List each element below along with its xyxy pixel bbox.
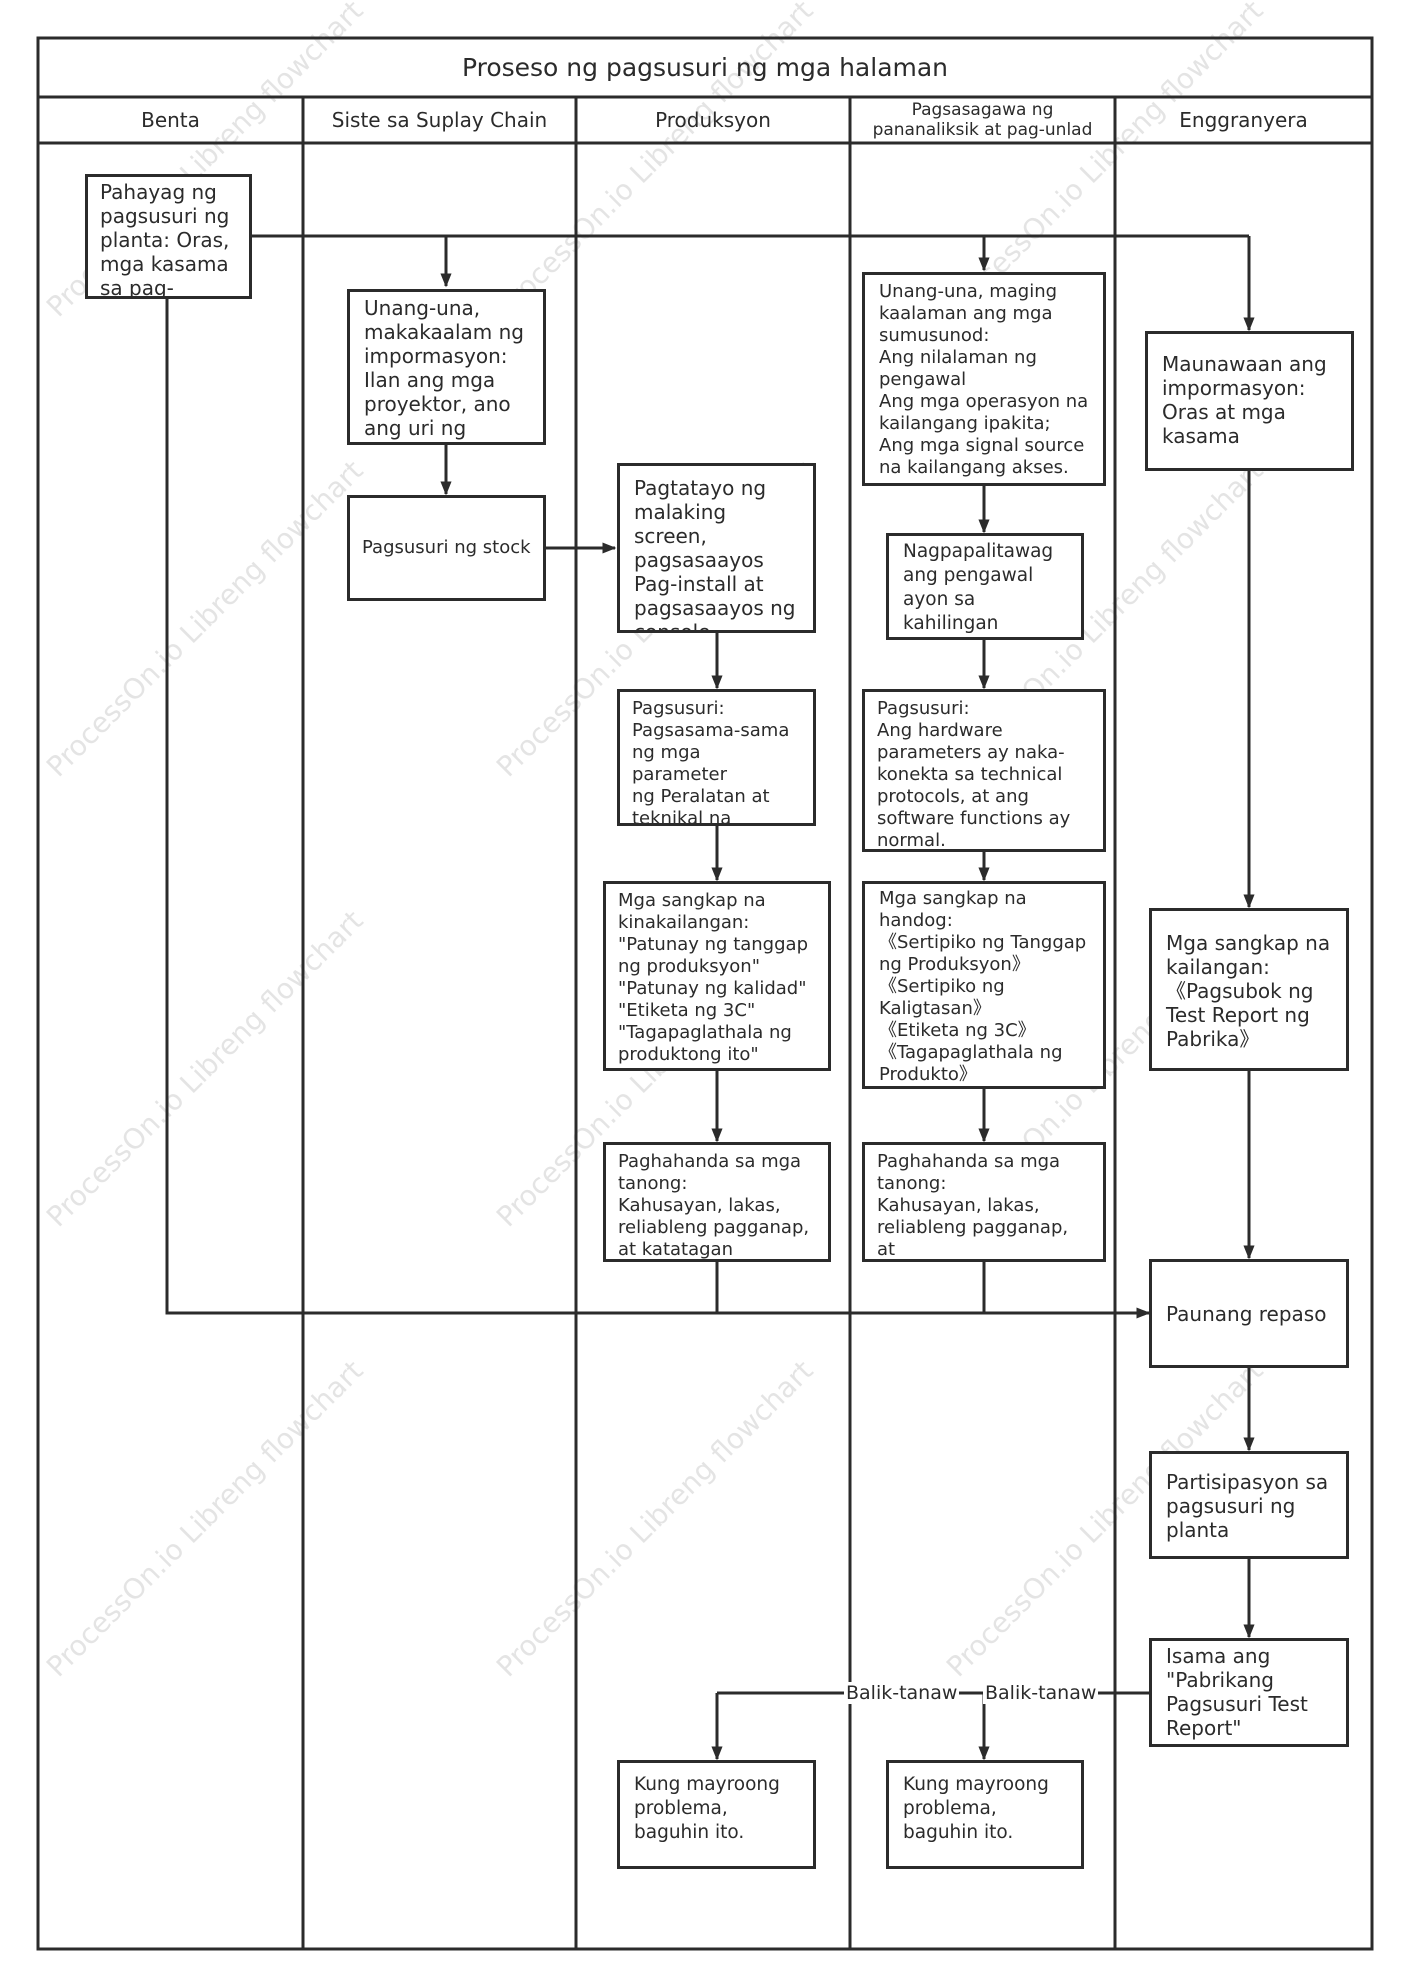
- diagram-title: Proseso ng pagsusuri ng mga halaman: [461, 52, 949, 82]
- node-eng-merge: Isama ang "Pabrikang Pagsusuri Test Repo…: [1149, 1638, 1349, 1747]
- node-prod-setup: Pagtatayo ng malaking screen, pagsasaayo…: [617, 463, 816, 633]
- lane-header-benta: Benta: [141, 107, 200, 132]
- node-prod-components: Mga sangkap na kinakailangan: "Patunay n…: [603, 881, 831, 1071]
- lane-header-produksyon: Produksyon: [655, 107, 771, 132]
- node-prod-prepare: Paghahanda sa mga tanong: Kahusayan, lak…: [603, 1142, 831, 1262]
- pool-frame: [36, 36, 1374, 1951]
- node-prod-fix: Kung mayroong problema, baguhin ito.: [617, 1760, 816, 1869]
- lane-header-supply-chain: Siste sa Suplay Chain: [331, 107, 548, 132]
- node-rnd-check: Pagsusuri: Ang hardware parameters ay na…: [862, 689, 1106, 852]
- node-eng-review: Paunang repaso: [1149, 1259, 1349, 1368]
- node-supply-first: Unang-una, makakaalam ng impormasyon: Il…: [347, 289, 546, 445]
- node-rnd-fix: Kung mayroong problema, baguhin ito.: [886, 1760, 1084, 1869]
- node-announcement: Pahayag ng pagsusuri ng planta: Oras, mg…: [85, 174, 252, 299]
- node-rnd-first: Unang-una, maging kaalaman ang mga sumus…: [862, 272, 1106, 486]
- node-stock-check: Pagsusuri ng stock: [347, 495, 546, 601]
- node-rnd-components: Mga sangkap na handog: 《Sertipiko ng Tan…: [862, 881, 1106, 1089]
- connector: [165, 298, 1151, 1319]
- edge-label-feedback: Balik-tanaw: [844, 1682, 960, 1704]
- node-rnd-prepare: Paghahanda sa mga tanong: Kahusayan, lak…: [862, 1142, 1106, 1262]
- edge-label-feedback: Balik-tanaw: [983, 1682, 1099, 1704]
- lane-header-enggranyera: Enggranyera: [1179, 107, 1308, 132]
- lane-header-rnd: Pagsasagawa ng pananaliksik at pag-unlad: [872, 100, 1093, 140]
- node-eng-understand: Maunawaan ang impormasyon: Oras at mga k…: [1145, 331, 1354, 471]
- node-rnd-replace: Nagpapalitawag ang pengawal ayon sa kahi…: [886, 533, 1084, 640]
- node-prod-check: Pagsusuri: Pagsasama-sama ng mga paramet…: [617, 689, 816, 826]
- node-eng-components: Mga sangkap na kailangan: 《Pagsubok ng T…: [1149, 908, 1349, 1071]
- node-eng-participate: Partisipasyon sa pagsusuri ng planta: [1149, 1451, 1349, 1559]
